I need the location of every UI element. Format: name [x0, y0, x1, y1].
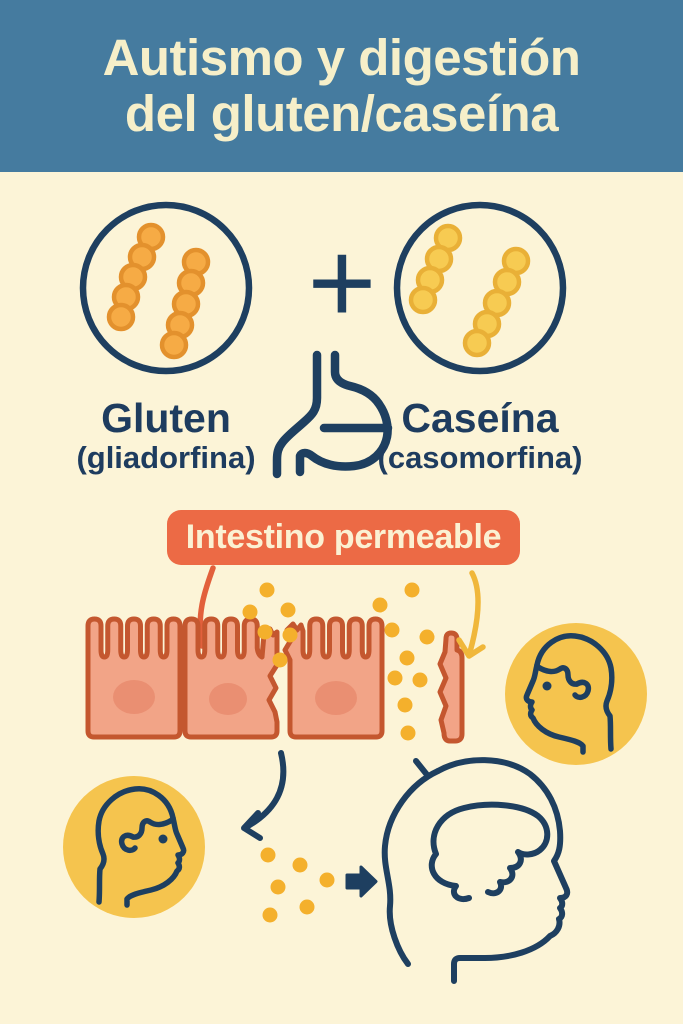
gluten-sublabel: (gliadorfina) — [76, 440, 256, 475]
gluten-label: Gluten — [101, 395, 231, 441]
casein-sublabel: (casomorfina) — [377, 440, 583, 475]
face-profile-right-facing — [95, 786, 187, 908]
casein-peptide-chain — [408, 223, 531, 358]
bold-right-arrow — [345, 865, 378, 898]
eye-dot — [542, 681, 552, 691]
casein-label-block: Caseína (casomorfina) — [330, 396, 630, 476]
leaky-gut-illustration — [85, 565, 486, 744]
gluten-peptide-chain — [106, 222, 211, 360]
intestinal-cell-intact — [85, 616, 183, 740]
header-banner: Autismo y digestión del gluten/caseína — [0, 0, 683, 172]
leaky-gut-banner: Intestino permeable — [167, 510, 520, 565]
stomach-icon — [272, 350, 393, 479]
yellow-arrow — [456, 570, 486, 659]
casein-peptides-icon — [393, 201, 567, 375]
brain-outline — [428, 801, 551, 902]
gluten-peptides-icon — [79, 201, 253, 375]
head-face-outline — [435, 757, 571, 984]
orange-arrow — [197, 565, 216, 649]
gluten-label-block: Gluten (gliadorfina) — [16, 396, 316, 476]
leaking-peptide-dots — [242, 582, 435, 741]
intestinal-cells — [85, 616, 465, 744]
intestinal-cell-fragment — [437, 630, 465, 744]
brain-effect-illustration — [241, 750, 571, 984]
casein-label: Caseína — [401, 395, 559, 441]
head-back-outline — [381, 768, 441, 967]
eye-dot — [158, 834, 168, 844]
head-icon-right — [505, 623, 647, 765]
face-profile-left-facing — [523, 633, 615, 755]
navy-curved-arrow — [241, 750, 287, 841]
bloodstream-peptide-dots — [260, 847, 335, 923]
head-icon-left — [63, 776, 205, 918]
page-title-line1: Autismo y digestión — [102, 29, 581, 86]
leaky-gut-banner-label: Intestino permeable — [185, 518, 502, 556]
intestinal-cell-damaged-left — [282, 616, 385, 740]
sources-illustration — [79, 201, 567, 479]
brain-head-icon — [381, 757, 571, 984]
head-accent-stroke — [413, 758, 431, 779]
plus-sign: + — [307, 217, 377, 349]
cell-nuclei — [113, 680, 357, 715]
intestinal-cell-damaged-right — [182, 616, 280, 740]
page-title-line2: del gluten/caseína — [124, 85, 559, 142]
